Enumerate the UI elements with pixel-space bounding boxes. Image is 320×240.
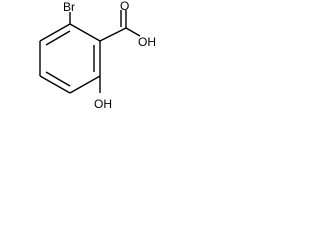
molecule-canvas: Br O OH OH <box>0 0 160 138</box>
ring-bond-c6-c1 <box>69 23 101 42</box>
ring-inner-double-bond-2 <box>45 71 71 87</box>
benzene-ring <box>39 23 101 94</box>
ring-to-carboxyl-bond <box>99 27 127 42</box>
ring-bond-c3-c4 <box>39 75 71 94</box>
phenol-hydroxyl-label: OH <box>94 97 112 111</box>
carboxyl-group <box>99 10 141 42</box>
carboxyl-hydroxyl-bond <box>125 27 141 37</box>
ring-bond-c4-c5 <box>69 75 101 94</box>
ring-inner-double-bond-1 <box>45 30 71 46</box>
structure-diagram: Br O OH OH <box>39 0 156 111</box>
carbonyl-oxygen-label: O <box>120 0 129 13</box>
carboxyl-hydroxyl-label: OH <box>138 35 156 49</box>
bromine-label: Br <box>63 0 75 14</box>
ring-bond-c1-c2 <box>39 23 71 42</box>
